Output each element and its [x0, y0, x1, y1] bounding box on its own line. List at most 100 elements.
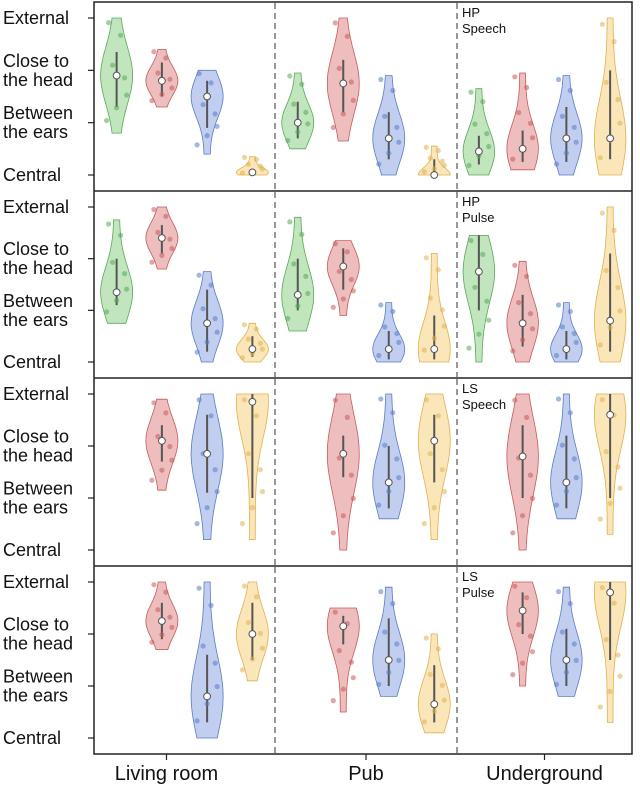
- y-tick-label: the ears: [3, 310, 68, 330]
- violin-blue: [550, 586, 583, 697]
- violin-median: [203, 92, 212, 101]
- violin-blue: [190, 393, 224, 540]
- data-point: [510, 156, 516, 162]
- data-point: [421, 521, 427, 527]
- data-point: [259, 489, 265, 495]
- data-point: [163, 55, 169, 61]
- data-point: [563, 669, 570, 676]
- data-point: [427, 295, 433, 301]
- data-point: [348, 472, 354, 478]
- violin-yellow: [236, 393, 269, 540]
- violin-median: [157, 234, 166, 242]
- violin-median: [384, 656, 393, 664]
- data-point: [617, 308, 623, 314]
- violin-median: [518, 606, 527, 615]
- y-tick-label: Close to: [3, 51, 69, 71]
- violin-red: [326, 240, 360, 316]
- data-point: [204, 133, 210, 139]
- data-point: [208, 282, 214, 288]
- data-point: [196, 397, 202, 403]
- data-point: [330, 124, 336, 131]
- data-point: [291, 101, 297, 107]
- data-point: [336, 268, 342, 274]
- panel-title: LS: [462, 381, 478, 396]
- data-point: [167, 443, 173, 450]
- violin-blue: [550, 393, 583, 520]
- data-point: [555, 302, 562, 308]
- data-point: [348, 276, 354, 283]
- data-point: [529, 649, 536, 655]
- violin-yellow: [594, 17, 627, 176]
- data-point: [167, 76, 173, 82]
- data-point: [427, 155, 433, 161]
- data-point: [332, 609, 338, 615]
- data-point: [435, 267, 441, 273]
- data-point: [607, 325, 613, 331]
- y-tick-label: the head: [3, 446, 73, 466]
- data-point: [348, 79, 354, 85]
- violin-median: [562, 656, 571, 664]
- data-point: [295, 129, 301, 135]
- violin-median: [339, 262, 348, 271]
- violin-yellow: [417, 253, 451, 363]
- data-point: [386, 150, 392, 156]
- violin-yellow: [236, 581, 269, 682]
- data-point: [599, 397, 605, 403]
- data-point: [257, 630, 263, 637]
- panel-title: LS: [462, 569, 478, 584]
- violin-green: [462, 235, 495, 363]
- y-tick-label: Close to: [3, 615, 69, 635]
- violin-median: [562, 345, 571, 353]
- data-point: [163, 213, 169, 219]
- data-point: [212, 111, 218, 117]
- data-point: [378, 302, 384, 308]
- data-point: [214, 123, 220, 129]
- data-point: [122, 271, 128, 277]
- data-point: [431, 166, 437, 172]
- data-point: [241, 583, 247, 589]
- data-point: [287, 219, 293, 225]
- data-point: [169, 85, 175, 91]
- data-point: [332, 20, 338, 26]
- data-point: [559, 113, 566, 119]
- data-point: [249, 505, 255, 511]
- data-point: [340, 686, 346, 692]
- data-point: [390, 87, 396, 94]
- data-point: [155, 433, 161, 440]
- data-point: [340, 513, 346, 519]
- data-point: [245, 451, 251, 457]
- data-point: [466, 345, 472, 351]
- data-point: [423, 144, 429, 150]
- data-point: [245, 161, 251, 167]
- y-tick-label: Between: [3, 291, 73, 311]
- panel-title: HP: [462, 5, 480, 20]
- data-point: [427, 451, 433, 457]
- data-point: [571, 456, 577, 462]
- data-point: [597, 155, 603, 161]
- violin-median: [203, 319, 212, 328]
- data-point: [431, 505, 437, 511]
- data-point: [169, 457, 175, 463]
- x-tick-label: Underground: [486, 763, 603, 785]
- violin-red: [145, 206, 179, 270]
- data-point: [330, 698, 336, 704]
- data-point: [194, 142, 200, 148]
- data-point: [253, 156, 259, 162]
- y-tick-label: External: [3, 572, 69, 592]
- data-point: [555, 589, 562, 595]
- data-point: [520, 660, 526, 666]
- data-point: [439, 307, 445, 313]
- data-point: [567, 410, 573, 416]
- data-point: [376, 502, 382, 508]
- data-point: [239, 521, 245, 527]
- data-point: [159, 632, 165, 638]
- violin-yellow: [417, 393, 451, 540]
- data-point: [382, 113, 388, 119]
- data-point: [529, 495, 536, 502]
- data-point: [336, 65, 342, 71]
- data-point: [421, 719, 427, 725]
- y-tick-label: Central: [3, 728, 61, 748]
- data-point: [510, 530, 516, 536]
- data-point: [603, 267, 609, 274]
